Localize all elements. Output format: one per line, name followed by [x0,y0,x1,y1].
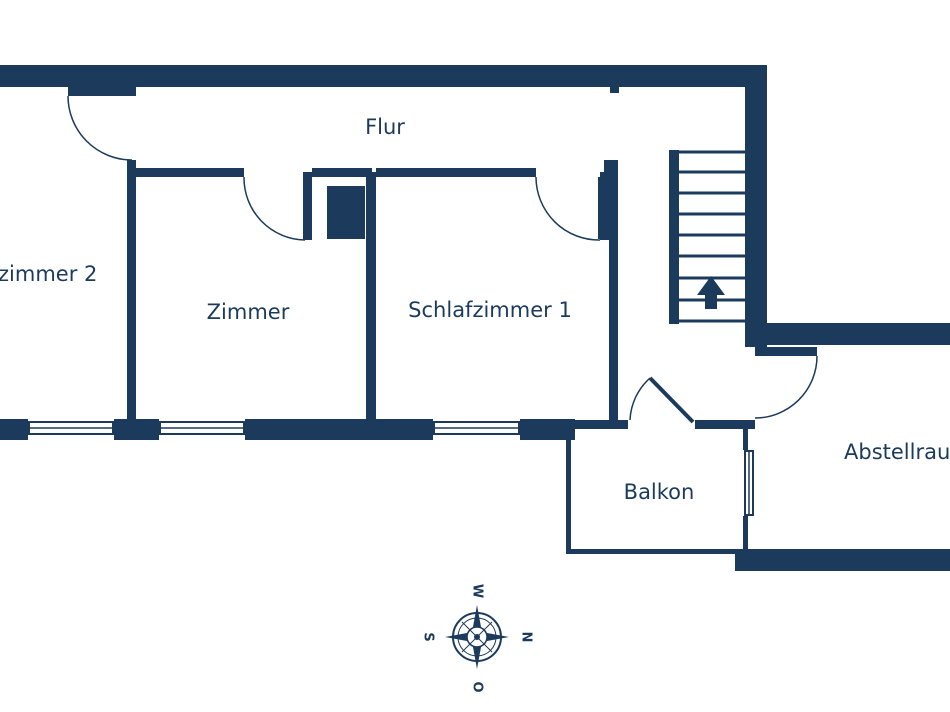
compass-west: W [470,584,485,598]
compass-rose-icon: W O S N [421,584,534,693]
wall-balkon-top-right [695,420,755,429]
wall-schlaf-top-stub [604,160,618,172]
compass-east: O [470,681,485,692]
label-abstellraum: Abstellrau [844,440,950,464]
wall-balkon-left [566,428,571,554]
stair-arrow-icon [697,276,725,309]
wall-shaft-left [303,172,312,240]
stair-right-wall [745,65,767,347]
wall-stair-left [669,150,679,324]
wall-balkon-top-left [570,420,628,429]
bottom-wall-seg-3 [245,419,433,440]
wall-zimmer-right [366,172,376,420]
wall-zimmer2-right [127,160,136,420]
label-flur: Flur [365,115,405,139]
wall-balkon-bottom [566,549,748,554]
label-schlafzimmer1: Schlafzimmer 1 [408,298,572,322]
compass-south: S [421,632,436,641]
walls [0,65,950,571]
label-balkon: Balkon [624,480,695,504]
doors [67,92,818,424]
wall-zimmer-top-right [312,168,372,177]
wall-schlaf-right [609,160,618,420]
room-labels: Flur zimmer 2 Zimmer Schlafzimmer 1 Balk… [0,115,950,504]
wall-zimmer-top [136,168,244,177]
door-schlaf-leaf [598,177,602,239]
abstellraum-bottom-wall [735,549,950,571]
label-zimmer2: zimmer 2 [0,262,97,286]
wall-top-stub-right [610,87,619,93]
flur-ledge [755,347,817,356]
windows [28,421,754,516]
bottom-wall-seg-2 [114,419,159,440]
wall-schlaf-door-jamb [600,172,609,240]
wall-schlaf-top [376,168,536,177]
door-zimmer-leaf [303,172,307,240]
ventilation-shaft [327,186,365,239]
door-zimmer2-leaf [68,92,132,96]
bottom-wall-seg-4 [520,419,575,440]
compass-north: N [519,632,534,643]
wall-balkon-right-upper [743,428,748,450]
wall-top-stub-left [68,87,136,96]
label-zimmer: Zimmer [207,300,290,324]
staircase [679,150,745,323]
door-balkon-leaf [648,376,695,424]
wall-balkon-right-lower [743,516,748,552]
top-outer-wall [0,65,765,87]
bottom-wall-seg-1 [0,419,28,440]
abstellraum-top-wall [745,323,950,345]
